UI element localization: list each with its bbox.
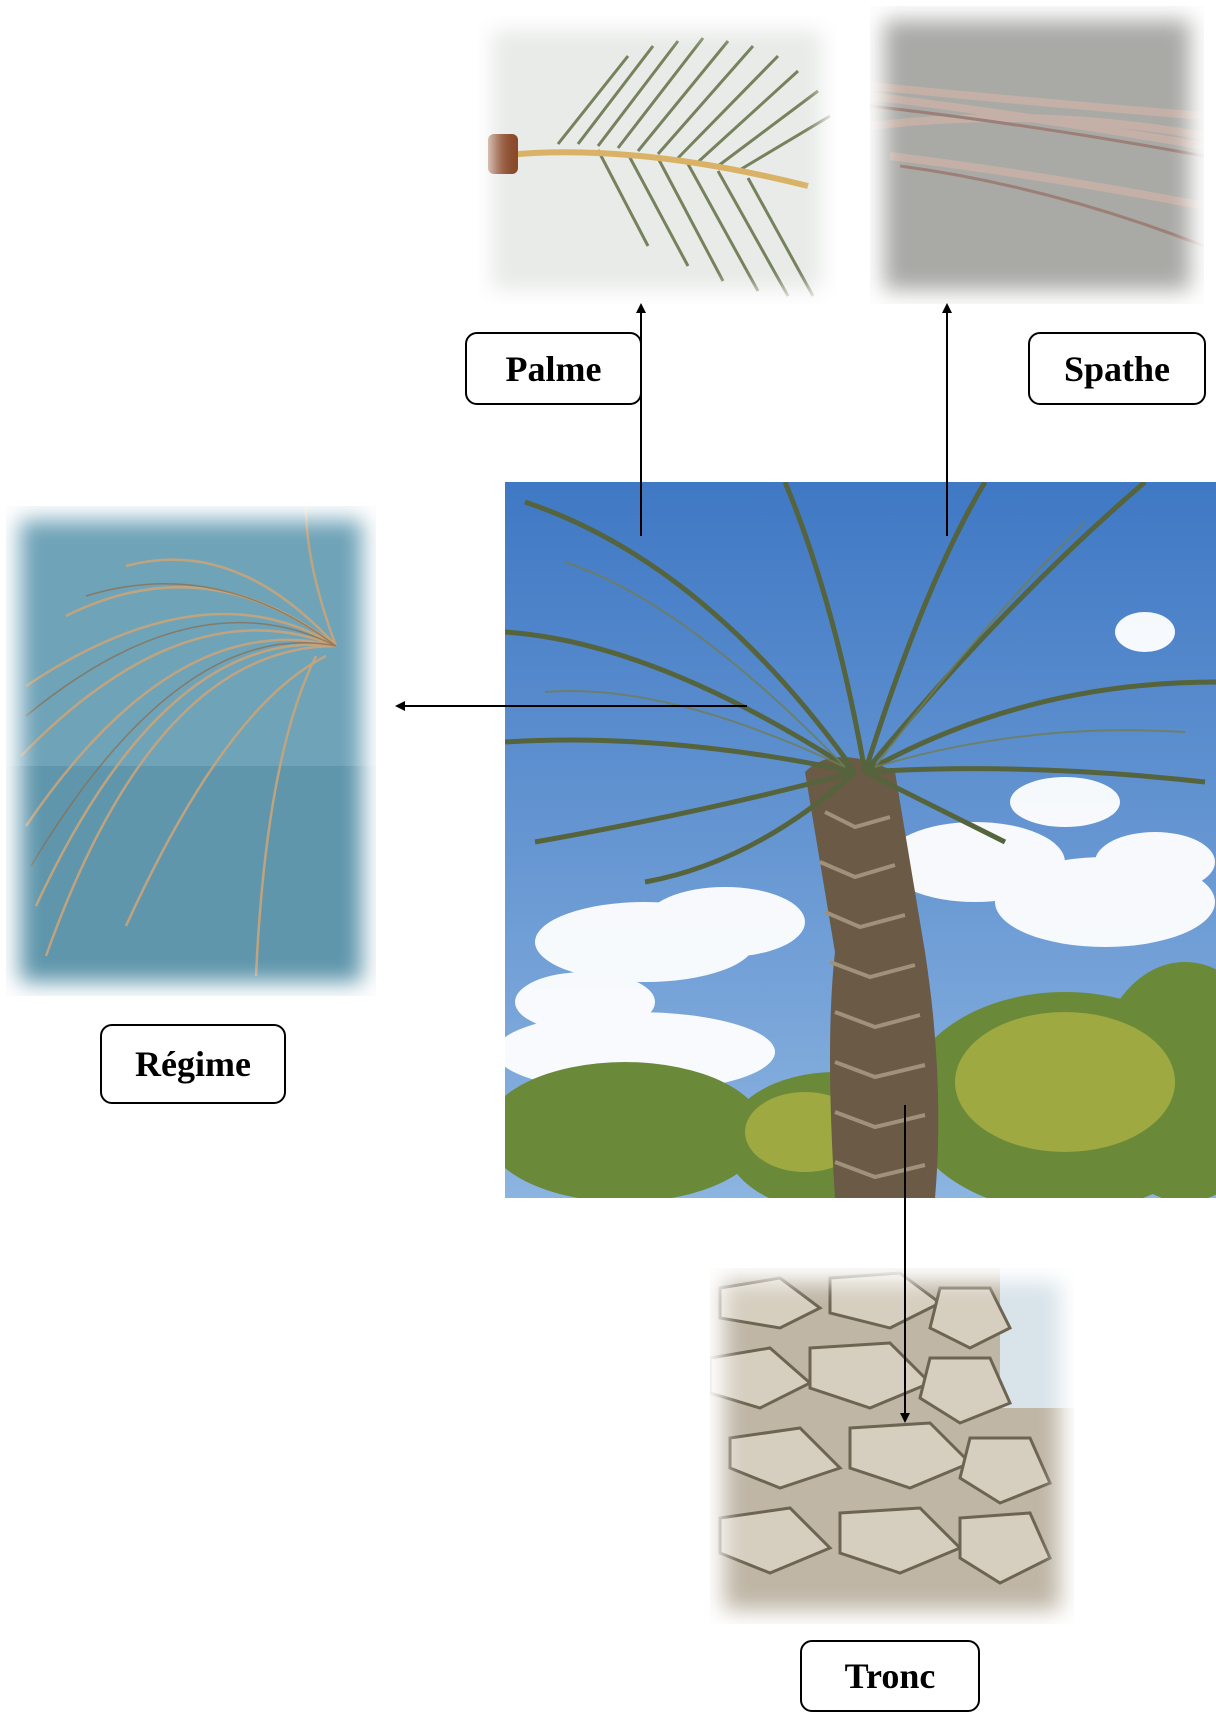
label-tronc-text: Tronc (845, 1655, 936, 1697)
tronc-photo (710, 1268, 1074, 1624)
palm-tree-photo (505, 482, 1216, 1198)
label-palme-text: Palme (506, 348, 602, 390)
label-spathe: Spathe (1028, 332, 1206, 405)
label-regime: Régime (100, 1024, 286, 1104)
palme-photo (478, 16, 836, 304)
spathe-photo (870, 6, 1204, 304)
label-regime-text: Régime (135, 1043, 251, 1085)
label-palme: Palme (465, 332, 642, 405)
label-tronc: Tronc (800, 1640, 980, 1712)
regime-photo (6, 506, 376, 996)
label-spathe-text: Spathe (1064, 348, 1170, 390)
